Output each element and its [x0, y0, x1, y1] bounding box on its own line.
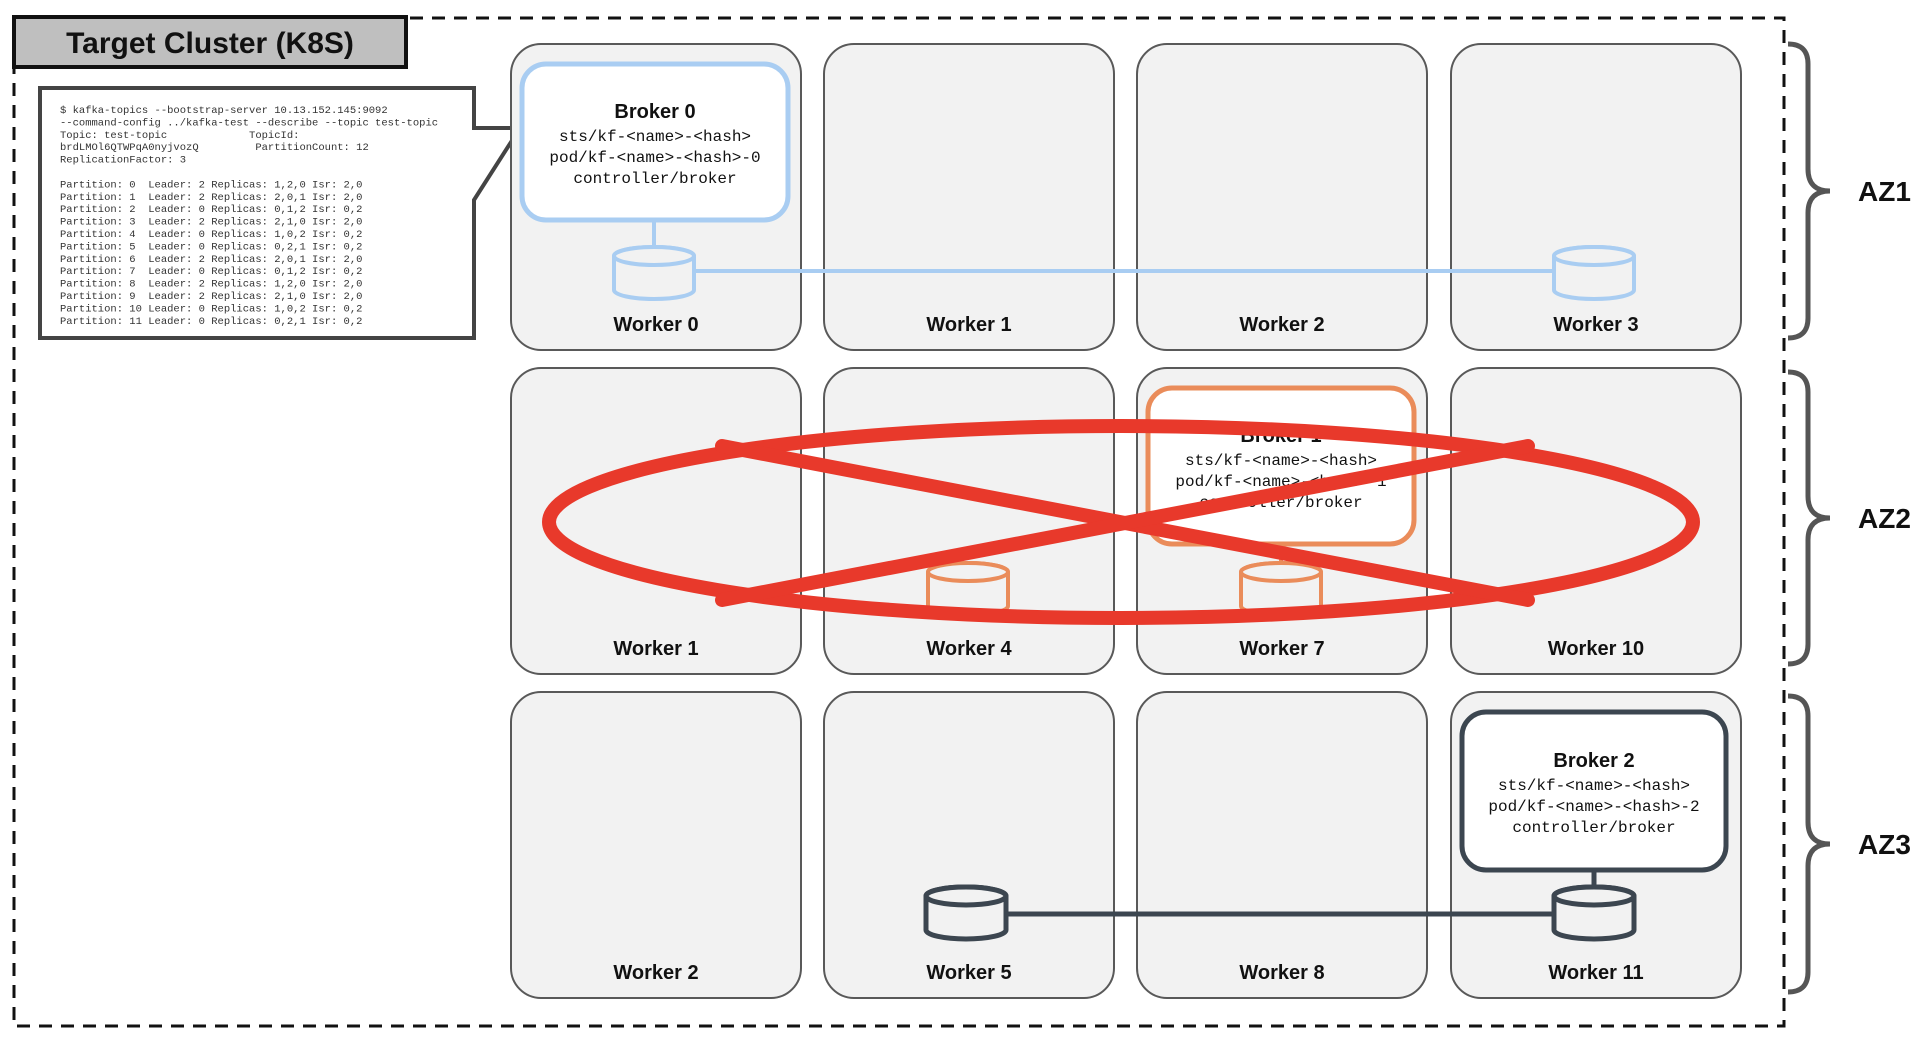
broker-1-line: sts/kf-<name>-<hash> [1185, 452, 1377, 470]
worker-label: Worker 1 [613, 638, 698, 660]
broker-2-box [1459, 709, 1729, 873]
terminal-line: Partition: 1 Leader: 2 Replicas: 2,0,1 I… [60, 192, 362, 204]
broker-2: Broker 2 sts/kf-<name>-<hash> pod/kf-<na… [1459, 709, 1729, 873]
worker-label: Worker 8 [1239, 962, 1324, 984]
disks [612, 245, 1637, 942]
terminal-line: Topic: test-topic TopicId: [60, 130, 299, 142]
broker-2-line: sts/kf-<name>-<hash> [1498, 777, 1690, 795]
terminal-line: Partition: 0 Leader: 2 Replicas: 1,2,0 I… [60, 179, 362, 191]
terminal-line: Partition: 10 Leader: 0 Replicas: 1,0,2 … [60, 303, 362, 315]
zone-label: AZ3 [1858, 829, 1911, 860]
broker-0-title: Broker 0 [614, 101, 695, 123]
disk-icon [923, 884, 1009, 942]
worker-node [823, 43, 1115, 351]
worker-node [510, 691, 802, 999]
broker-2-line: controller/broker [1512, 819, 1675, 837]
cluster-title-box [12, 15, 408, 69]
worker-label: Worker 3 [1553, 314, 1638, 336]
worker-node [1136, 691, 1428, 999]
terminal-line: Partition: 3 Leader: 2 Replicas: 2,1,0 I… [60, 217, 362, 229]
worker-label: Worker 2 [613, 962, 698, 984]
worker-label: Worker 7 [1239, 638, 1324, 660]
terminal-line: Partition: 11 Leader: 0 Replicas: 0,2,1 … [60, 316, 362, 328]
failure-cross-line [715, 439, 1535, 607]
terminal-line: brdLMOl6QTWPqA0nyjvozQ PartitionCount: 1… [60, 142, 369, 154]
broker-0-line: pod/kf-<name>-<hash>-0 [549, 149, 760, 167]
broker-1: Broker 1 sts/kf-<name>-<hash> pod/kf-<na… [1145, 385, 1417, 547]
disk-icon [1552, 245, 1636, 301]
disk-icon [1551, 884, 1637, 942]
worker-label: Worker 5 [926, 962, 1011, 984]
broker-0-line: sts/kf-<name>-<hash> [559, 128, 751, 146]
worker-node [1136, 43, 1428, 351]
broker-2-line: pod/kf-<name>-<hash>-2 [1488, 798, 1699, 816]
worker-label: Worker 4 [926, 638, 1012, 660]
zone-label: AZ1 [1858, 176, 1911, 207]
failure-ellipse [542, 419, 1700, 625]
broker-0: Broker 0 sts/kf-<name>-<hash> pod/kf-<na… [519, 61, 791, 223]
worker-label: Worker 10 [1548, 638, 1644, 660]
worker-node [1450, 43, 1742, 351]
terminal-line: Partition: 5 Leader: 0 Replicas: 0,2,1 I… [60, 241, 362, 253]
terminal-line: Partition: 4 Leader: 0 Replicas: 1,0,2 I… [60, 229, 362, 241]
terminal-line: $ kafka-topics --bootstrap-server 10.13.… [60, 105, 388, 117]
terminal-callout: $ kafka-topics --bootstrap-server 10.13.… [38, 86, 524, 340]
broker-0-box [519, 61, 791, 223]
zone-brace [1787, 369, 1831, 667]
broker-0-line: controller/broker [573, 170, 736, 188]
terminal-line: Partition: 6 Leader: 2 Replicas: 2,0,1 I… [60, 254, 362, 266]
terminal-line: Partition: 2 Leader: 0 Replicas: 0,1,2 I… [60, 204, 362, 216]
worker-label: Worker 2 [1239, 314, 1324, 336]
broker-2-title: Broker 2 [1553, 750, 1634, 772]
zone-brace [1787, 693, 1831, 995]
terminal-line: Partition: 7 Leader: 0 Replicas: 0,1,2 I… [60, 266, 362, 278]
worker-label: Worker 11 [1548, 962, 1643, 984]
zone-brace [1787, 41, 1831, 341]
disk-icon [612, 245, 696, 301]
disk-icon [926, 561, 1010, 617]
worker-label: Worker 0 [613, 314, 698, 336]
az2-failure-mark [542, 419, 1700, 625]
terminal-line: ReplicationFactor: 3 [60, 155, 186, 167]
zone-label: AZ2 [1858, 503, 1911, 534]
terminal-line: Partition: 9 Leader: 2 Replicas: 2,1,0 I… [60, 291, 362, 303]
worker-label: Worker 1 [926, 314, 1011, 336]
worker-node [823, 367, 1115, 675]
cluster-title: Target Cluster (K8S) [66, 27, 354, 60]
terminal-output: $ kafka-topics --bootstrap-server 10.13.… [60, 105, 438, 328]
cluster-boundary [12, 16, 1786, 1028]
worker-node [823, 691, 1115, 999]
terminal-line: --command-config ../kafka-test --describ… [60, 117, 438, 129]
terminal-line: Partition: 8 Leader: 2 Replicas: 1,2,0 I… [60, 279, 362, 291]
